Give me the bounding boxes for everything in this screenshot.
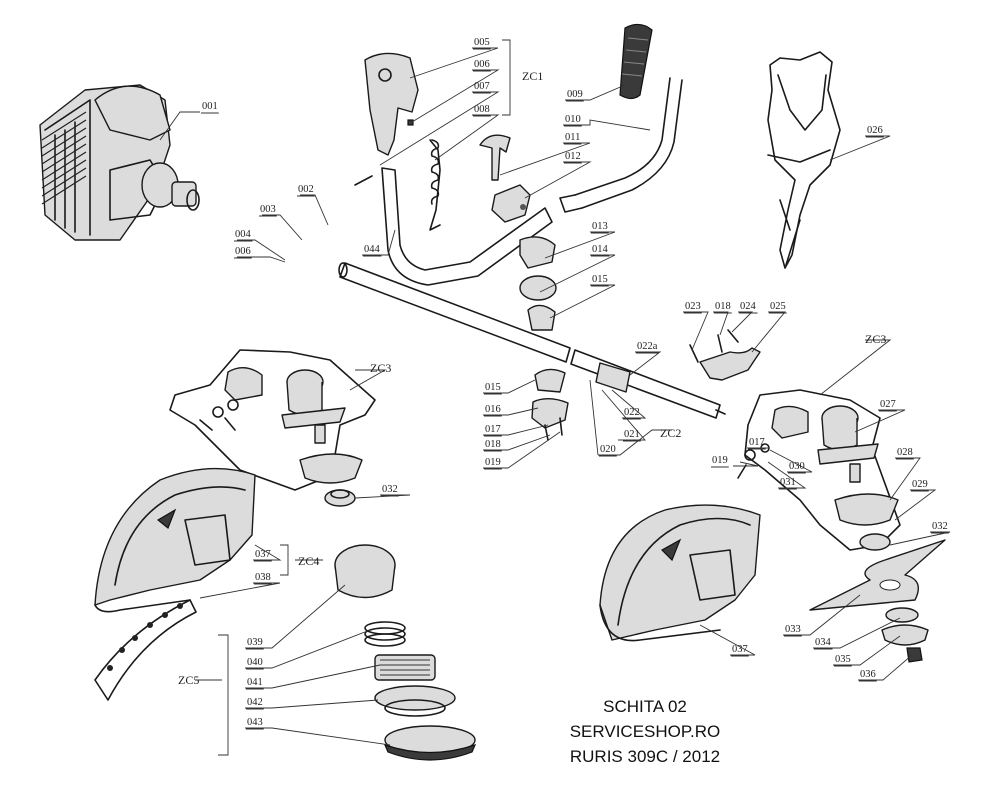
part-label-037b: 037 (732, 644, 748, 655)
part-label-022a: 022a (637, 341, 658, 352)
part-label-026: 026 (867, 125, 883, 136)
part-label-036: 036 (860, 669, 876, 680)
part-label-039: 039 (247, 637, 263, 648)
group-label-zc1: ZC1 (522, 69, 543, 83)
part-label-041: 041 (247, 677, 263, 688)
blade-drawing (809, 539, 946, 611)
part-label-029: 029 (912, 479, 928, 490)
part-label-003: 003 (260, 204, 276, 215)
part-label-011: 011 (565, 132, 580, 143)
handle-holder-drawing (491, 184, 531, 223)
part-label-032b: 032 (932, 521, 948, 532)
part-label-018b: 018 (715, 301, 731, 312)
part-label-037a: 037 (255, 549, 271, 560)
grip-drawing (619, 23, 653, 100)
part-label-024: 024 (740, 301, 757, 312)
part-label-017a: 017 (485, 424, 501, 435)
part-label-021: 021 (624, 429, 640, 440)
group-label-zc4: ZC4 (298, 554, 319, 568)
part-label-001: 001 (202, 101, 218, 112)
part-label-015a: 015 (592, 274, 608, 285)
left-spacer-drawing (324, 489, 356, 507)
right-guard-drawing (599, 504, 761, 642)
guard-extension-drawing (94, 599, 197, 701)
shaft-tube-drawing (338, 262, 726, 419)
right-gear-head-drawing (737, 389, 901, 551)
knob-bolt-drawing (479, 134, 511, 181)
caption-line-3: RURIS 309C / 2012 (569, 747, 721, 766)
part-label-034: 034 (815, 637, 832, 648)
part-label-019a: 019 (485, 457, 501, 468)
part-label-007: 007 (474, 81, 490, 92)
part-label-033: 033 (785, 624, 801, 635)
leader-lines (159, 47, 951, 746)
throttle-handle-drawing (354, 52, 441, 231)
part-label-043: 043 (247, 717, 263, 728)
caption-line-2: SERVICESHOP.RO (569, 722, 721, 741)
bracket-drawing (689, 329, 761, 381)
group-labels: ZC1 ZC2 ZC3 ZC3 ZC4 ZC5 (178, 69, 886, 687)
part-label-019b: 019 (712, 455, 728, 466)
part-label-040: 040 (247, 657, 263, 668)
part-label-032a: 032 (382, 484, 398, 495)
part-label-008: 008 (474, 104, 490, 115)
part-label-025: 025 (770, 301, 786, 312)
lower-clamp-drawing (531, 368, 569, 441)
part-label-016: 016 (485, 404, 501, 415)
part-label-006a: 006 (235, 246, 251, 257)
part-label-012: 012 (565, 151, 581, 162)
harness-drawing (767, 51, 841, 269)
engine-drawing (39, 84, 200, 241)
group-label-zc3-left: ZC3 (370, 361, 391, 375)
holder-clamp-drawing (519, 236, 557, 331)
right-spacer-drawing (859, 533, 891, 551)
part-label-006b: 006 (474, 59, 490, 70)
part-label-035: 035 (835, 654, 851, 665)
part-label-020: 020 (600, 444, 616, 455)
part-label-038: 038 (255, 572, 271, 583)
group-label-zc3-right: ZC3 (865, 332, 886, 346)
part-label-031: 031 (780, 477, 796, 488)
left-guard-drawing (94, 467, 256, 613)
part-label-027: 027 (880, 399, 896, 410)
left-gear-head-drawing (169, 349, 376, 491)
group-brackets (218, 39, 511, 756)
part-label-009: 009 (567, 89, 583, 100)
part-label-023: 023 (685, 301, 701, 312)
group-label-zc2: ZC2 (660, 426, 681, 440)
part-label-017b: 017 (749, 437, 765, 448)
part-labels: 001 002 003 004 006 005 006 007 008 009 … (201, 37, 949, 730)
trimmer-head-drawing (334, 544, 477, 761)
part-label-015b: 015 (485, 382, 501, 393)
part-label-014: 014 (592, 244, 609, 255)
part-label-018a: 018 (485, 439, 501, 450)
group-label-zc5: ZC5 (178, 673, 199, 687)
part-label-002: 002 (298, 184, 314, 195)
part-label-022: 022 (624, 407, 640, 418)
part-label-042: 042 (247, 697, 263, 708)
handlebar-drawing (381, 77, 683, 286)
part-label-004: 004 (235, 229, 252, 240)
part-label-010: 010 (565, 114, 581, 125)
blade-washers-drawing (881, 607, 929, 663)
part-label-013: 013 (592, 221, 608, 232)
part-label-005: 005 (474, 37, 490, 48)
part-label-030: 030 (789, 461, 805, 472)
part-label-028: 028 (897, 447, 913, 458)
part-label-044: 044 (364, 244, 381, 255)
caption-line-1: SCHITA 02 (603, 697, 687, 716)
